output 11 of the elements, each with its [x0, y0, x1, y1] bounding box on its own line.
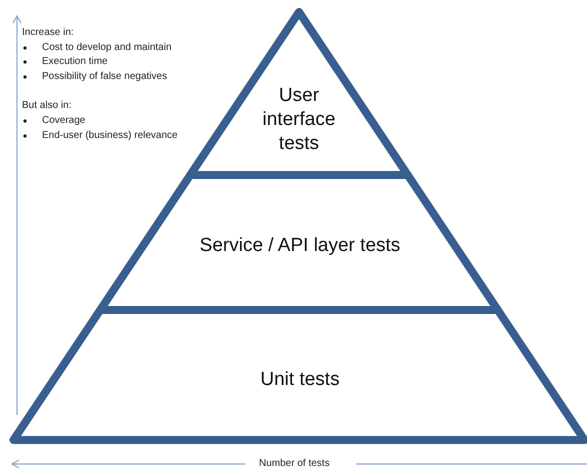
- note-heading: Increase in:: [22, 26, 74, 39]
- list-item: Cost to develop and maintain: [42, 41, 172, 54]
- tier-label: Service / API layer tests: [198, 234, 402, 258]
- list-item: Execution time: [42, 55, 108, 68]
- list-item: Coverage: [42, 114, 86, 127]
- list-item: Possibility of false negatives: [42, 70, 168, 83]
- tier-label: User interface tests: [262, 84, 336, 156]
- tier-label: Unit tests: [259, 368, 341, 392]
- list-item: End-user (business) relevance: [42, 129, 178, 142]
- axis-label: Number of tests: [259, 457, 330, 469]
- note-heading: But also in:: [22, 99, 72, 112]
